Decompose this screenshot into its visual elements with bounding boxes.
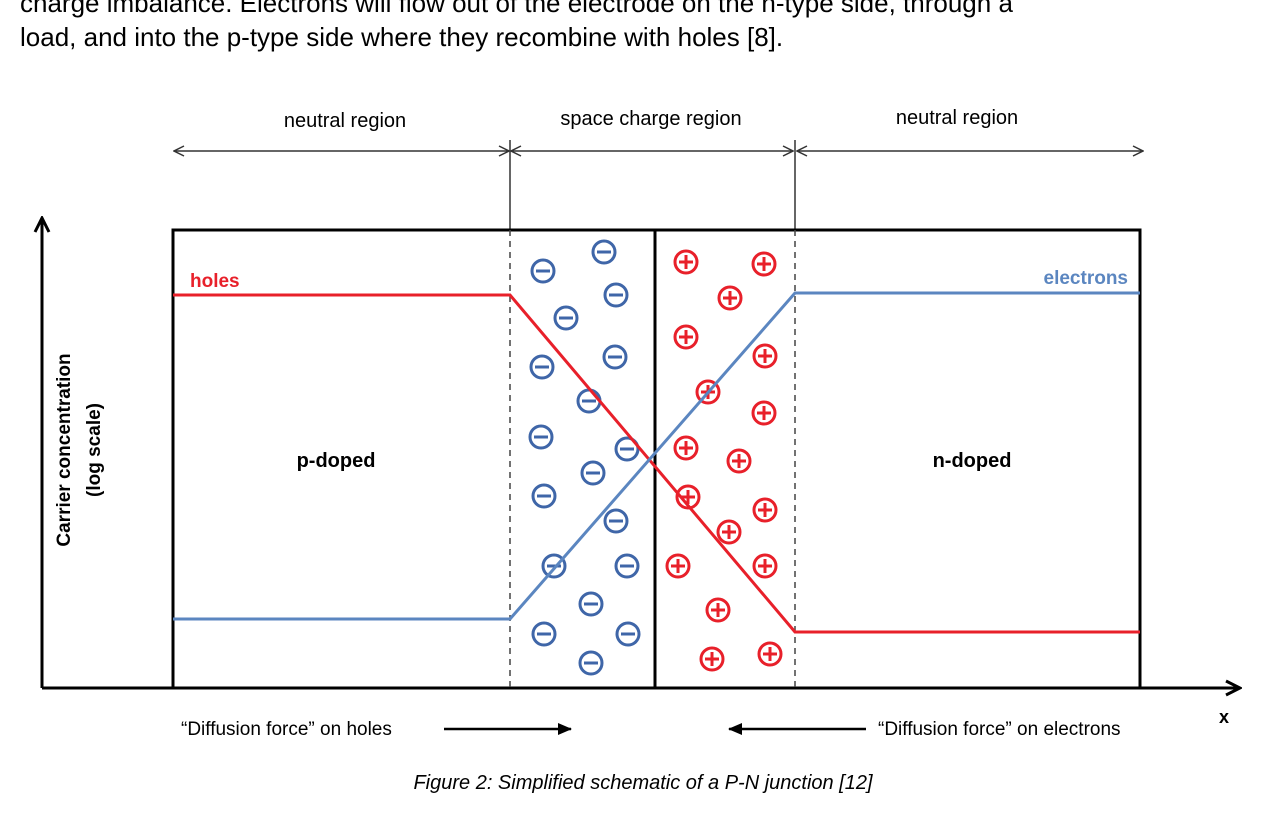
circle-minus-icon [603,282,629,308]
circle-plus-icon [752,497,778,523]
circle-minus-icon [614,436,640,462]
circle-minus-icon [591,239,617,265]
circle-plus-icon [752,343,778,369]
circle-minus-icon [530,258,556,284]
diffusion-electrons-label: “Diffusion force” on electrons [878,719,1121,740]
circle-minus-icon [576,388,602,414]
circle-plus-icon [673,435,699,461]
circle-plus-icon [673,249,699,275]
x-axis-label: x [1219,707,1229,727]
circle-minus-icon [578,650,604,676]
circle-minus-icon [615,621,641,647]
electrons-label: electrons [1044,268,1128,289]
region-label-left: neutral region [284,110,406,132]
diffusion-holes-label: “Diffusion force” on holes [181,719,392,740]
circle-plus-icon [752,553,778,579]
circle-minus-icon [603,508,629,534]
circle-plus-icon [757,641,783,667]
region-label-right: neutral region [896,107,1018,129]
y-axis-label-line-2: (log scale) [84,403,105,497]
region-label-middle: space charge region [560,108,741,130]
circle-plus-icon [705,597,731,623]
circle-minus-icon [580,460,606,486]
circle-minus-icon [529,354,555,380]
body-paragraph: charge imbalance. Electrons will flow ou… [20,0,1270,54]
paragraph-line-2: load, and into the p-type side where the… [20,22,784,52]
figure-caption: Figure 2: Simplified schematic of a P-N … [413,772,873,794]
paragraph-line-1: charge imbalance. Electrons will flow ou… [20,0,1013,18]
negative-ion-group [528,239,641,676]
circle-plus-icon [751,400,777,426]
n-doped-label: n-doped [933,450,1012,472]
positive-ion-group [665,249,783,672]
holes-label: holes [190,271,240,292]
circle-minus-icon [528,424,554,450]
circle-plus-icon [699,646,725,672]
y-axis-label: Carrier concentration (log scale) [54,353,105,546]
y-axis-label-line-1: Carrier concentration [54,353,75,546]
circle-minus-icon [553,305,579,331]
circle-minus-icon [531,483,557,509]
circle-plus-icon [751,251,777,277]
circle-minus-icon [578,591,604,617]
circle-plus-icon [675,484,701,510]
holes-concentration-line [173,293,1140,634]
circle-minus-icon [531,621,557,647]
circle-plus-icon [673,324,699,350]
circle-minus-icon [614,553,640,579]
circle-plus-icon [726,448,752,474]
circle-plus-icon [665,553,691,579]
circle-plus-icon [716,519,742,545]
electrons-concentration-line [173,291,1140,621]
p-doped-label: p-doped [297,450,376,472]
circle-plus-icon [717,285,743,311]
circle-minus-icon [602,344,628,370]
